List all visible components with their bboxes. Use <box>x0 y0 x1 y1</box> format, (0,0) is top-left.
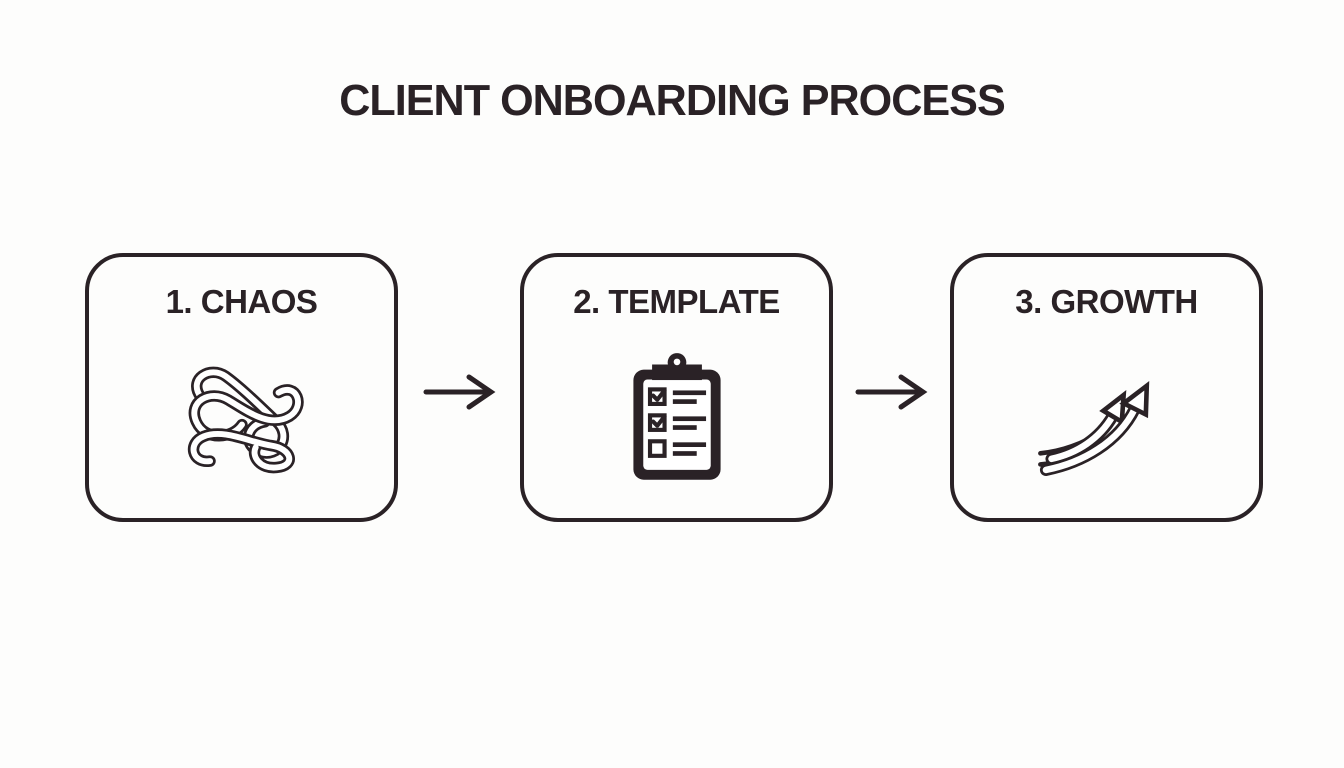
page-title: CLIENT ONBOARDING PROCESS <box>339 76 1005 125</box>
step-label-growth: 3. GROWTH <box>1015 283 1198 320</box>
step-box-chaos: 1. CHAOS <box>85 253 398 522</box>
growth-arrows-icon <box>954 321 1259 518</box>
step-label-chaos: 1. CHAOS <box>165 283 318 320</box>
step-box-growth: 3. GROWTH <box>950 253 1263 522</box>
step-box-template: 2. TEMPLATE <box>520 253 833 522</box>
tangled-knot-icon <box>89 321 394 518</box>
right-arrow-icon <box>854 366 930 418</box>
right-arrow-icon <box>422 366 498 418</box>
step-label-template: 2. TEMPLATE <box>573 283 780 320</box>
clipboard-checklist-icon <box>524 321 829 518</box>
